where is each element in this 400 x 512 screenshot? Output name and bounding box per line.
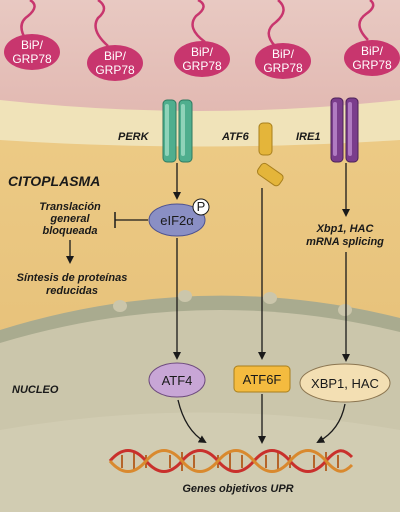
bip-label-line2: GRP78 [352, 58, 392, 72]
dna-helix [108, 449, 354, 473]
bip-grp78-chaperone-4: BiP/ GRP78 [255, 0, 311, 79]
bip-label-line2: GRP78 [95, 63, 135, 77]
ire1-sensor [330, 97, 359, 163]
nucleus-label: NUCLEO [12, 384, 59, 396]
xbp1-label: XBP1, HAC [311, 376, 379, 391]
bip-label-line1: BiP/ [361, 44, 384, 58]
arrow-atf4-to-dna [177, 399, 207, 444]
atf4-label: ATF4 [162, 373, 193, 388]
eif2a-node: eIF2α P [148, 198, 210, 237]
bip-grp78-chaperone-5: BiP/ GRP78 [344, 0, 400, 76]
ire1-label: IRE1 [296, 131, 320, 143]
splicing-line1: Xbp1, HAC [316, 223, 375, 235]
bip-label-line2: GRP78 [182, 59, 222, 73]
translation-blocked-line3: bloqueada [42, 225, 97, 237]
arrow-xbp1-to-dna [316, 403, 346, 443]
bip-label-line2: GRP78 [263, 61, 303, 75]
xbp1-node: XBP1, HAC [299, 363, 391, 403]
translation-blocked-line2: general [49, 213, 90, 225]
atf6-sensor [256, 122, 284, 187]
splicing-line2: mRNA splicing [306, 236, 384, 248]
atf6-label: ATF6 [221, 131, 250, 143]
er-membrane [0, 100, 400, 149]
perk-label: PERK [118, 131, 150, 143]
bip-label-line1: BiP/ [191, 45, 214, 59]
phosphate-icon [192, 198, 210, 216]
atf6f-label: ATF6F [243, 372, 282, 387]
translation-blocked-line1: Translación [39, 201, 101, 213]
perk-sensor [162, 99, 193, 163]
bip-grp78-chaperone-1: BiP/ GRP78 [4, 0, 60, 70]
bip-grp78-chaperone-2: BiP/ GRP78 [87, 0, 143, 81]
phosphate-label: P [197, 199, 206, 214]
bip-grp78-chaperone-3: BiP/ GRP78 [174, 0, 230, 77]
bip-label-line1: BiP/ [21, 38, 44, 52]
atf6f-node: ATF6F [233, 365, 291, 393]
cytoplasm-label: CITOPLASMA [8, 173, 100, 189]
atf4-node: ATF4 [148, 362, 206, 398]
protein-synthesis-line2: reducidas [46, 285, 98, 297]
bip-label-line1: BiP/ [272, 47, 295, 61]
target-genes-label: Genes objetivos UPR [182, 483, 293, 495]
protein-synthesis-line1: Síntesis de proteínas [17, 272, 128, 284]
bip-label-line2: GRP78 [12, 52, 52, 66]
eif2a-label: eIF2α [160, 213, 194, 228]
bip-label-line1: BiP/ [104, 49, 127, 63]
